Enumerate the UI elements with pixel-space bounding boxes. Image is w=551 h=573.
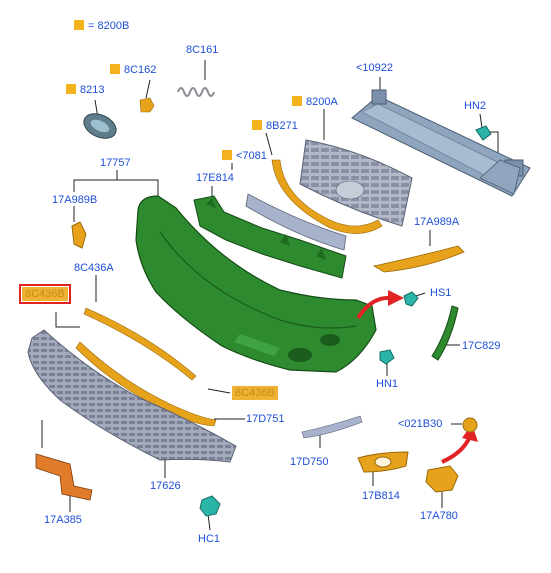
label-hs1: HS1 [430,287,452,299]
right-trim-strip-part [372,245,465,273]
energy-absorber-part [193,195,347,279]
label-8c436b-highlighted: 8C436B [22,287,68,301]
side-deflector-part [431,305,459,361]
grille-trim-part [271,159,383,234]
retainer-clip-part [139,97,155,113]
label-17e814: 17E814 [196,172,234,184]
square-marker-icon [252,120,262,130]
label-021b30: <021B30 [398,418,443,430]
tow-bracket-part [425,465,459,493]
label-hc1: HC1 [198,533,221,545]
lower-strip-lower-part [75,341,217,427]
highlighted-part-frame: 8C436B [19,284,71,304]
label-8c436a: 8C436A [74,262,114,274]
bumper-moulding-part [245,193,347,251]
lower-grille-part [27,329,237,463]
license-bracket-part [35,453,93,501]
impact-bar-part [351,89,531,197]
label-17757: 17757 [100,157,131,169]
square-marker-icon [74,20,84,30]
label-8c436b-box: 8C436B [232,386,278,400]
legend-text: = 8200B [88,20,130,32]
label-8213-text: 8213 [80,84,105,96]
label-8b271-text: 8B271 [266,120,298,132]
spring-clip-part [177,87,215,97]
label-8c162: 8C162 [110,64,156,77]
label-17a989b: 17A989B [52,194,98,206]
label-hn2: HN2 [464,100,487,112]
label-17c829: 17C829 [462,340,501,352]
label-8b271: 8B271 [252,120,298,133]
label-8200a: 8200A [292,96,338,109]
square-marker-icon [110,64,120,74]
square-marker-icon [66,84,76,94]
hn2-clip-part [475,125,492,141]
label-hn1: HN1 [376,378,399,390]
label-7081: <7081 [222,150,267,163]
label-17b814: 17B814 [362,490,400,502]
label-8200a-text: 8200A [306,96,338,108]
legend-label: = 8200B [74,20,129,33]
label-17a780: 17A780 [420,510,458,522]
label-10922: <10922 [356,62,394,74]
label-8213: 8213 [66,84,104,97]
tow-cap-part [462,417,478,433]
bumper-cover-part [135,195,377,373]
label-8c162-text: 8C162 [124,64,157,76]
label-7081-text: <7081 [236,150,267,162]
label-8c161: 8C161 [186,44,219,56]
label-17626: 17626 [150,480,181,492]
label-17a989a: 17A989A [414,216,460,228]
square-marker-icon [222,150,232,160]
lower-moulding-part [301,415,363,439]
label-17a385: 17A385 [44,514,82,526]
square-marker-icon [292,96,302,106]
label-17d750: 17D750 [290,456,329,468]
lower-strip-upper-part [83,307,197,381]
left-bracket-part [71,221,87,249]
hc1-clip-part [199,495,221,517]
label-17d751: 17D751 [246,413,285,425]
hs1-clip-part [403,291,419,307]
hn1-clip-part [379,349,395,365]
